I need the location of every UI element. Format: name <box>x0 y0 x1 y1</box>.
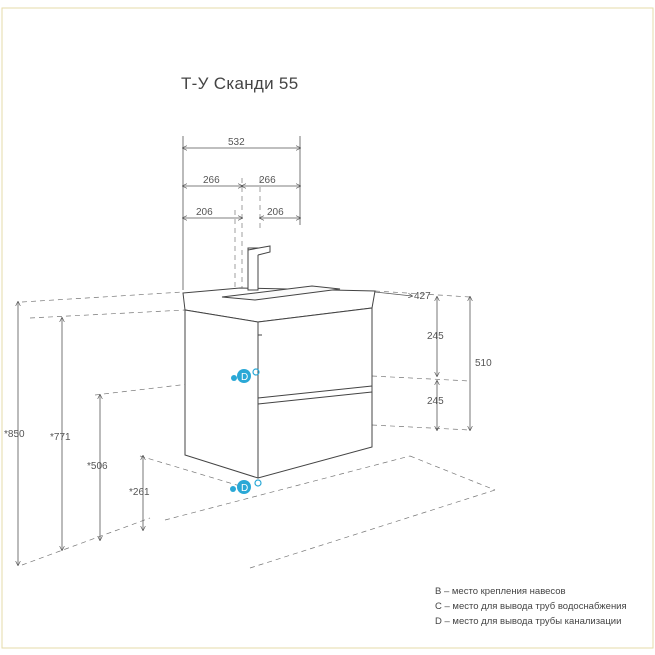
dim-245-top: 245 <box>427 331 444 342</box>
marker-d-upper <box>237 369 251 383</box>
dim-266-left: 266 <box>203 175 220 186</box>
legend-item-c: С – место для вывода труб водоснабжения <box>435 601 627 612</box>
legend-item-b: В – место крепления навесов <box>435 586 566 597</box>
dim-506: *506 <box>87 461 108 472</box>
dim-206-left: 206 <box>196 207 213 218</box>
marker-d-lower-label: D <box>241 483 248 494</box>
dim-261: *261 <box>129 487 150 498</box>
frame-border <box>1 7 654 649</box>
dim-532: 532 <box>228 137 245 148</box>
dim-266-right: 266 <box>259 175 276 186</box>
cabinet-front <box>257 307 373 479</box>
dim-850: *850 <box>4 429 25 440</box>
wall-guide-lines <box>21 178 496 569</box>
dim-245-bottom: 245 <box>427 396 444 407</box>
vanity-unit <box>182 245 376 479</box>
marker-d-lower <box>237 480 251 494</box>
marker-d-upper-label: D <box>241 372 248 383</box>
cabinet-side <box>184 309 259 479</box>
dim-427: 427 <box>414 291 431 302</box>
marker-b-lower <box>254 479 262 487</box>
product-title: Т-У Сканди 55 <box>181 74 299 93</box>
marker-b-upper <box>252 368 260 376</box>
dim-206-right: 206 <box>267 207 284 218</box>
connection-markers: D D <box>230 368 262 494</box>
faucet <box>247 247 259 291</box>
dim-771: *771 <box>50 432 71 443</box>
width-dimension-lines <box>183 136 412 296</box>
marker-c-upper <box>231 375 237 381</box>
dim-510: 510 <box>475 358 492 369</box>
legend: В – место крепления навесов С – место дл… <box>435 584 627 629</box>
height-dimension-lines <box>18 297 470 565</box>
legend-item-d: D – место для вывода трубы канализации <box>435 616 622 627</box>
marker-c-lower <box>230 486 236 492</box>
